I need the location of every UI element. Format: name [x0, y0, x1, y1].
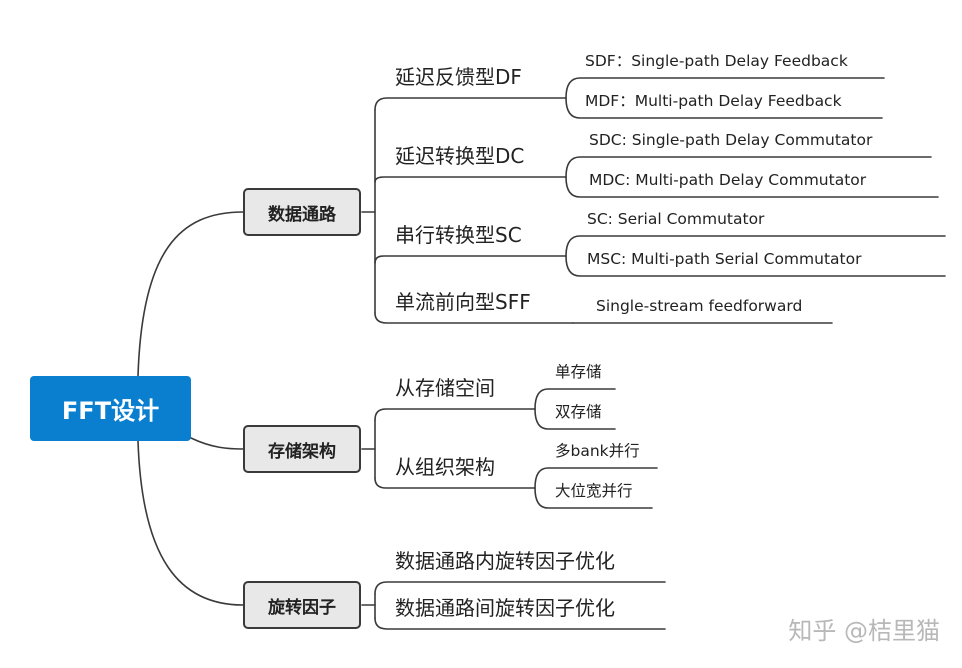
leaf-wide-bit: 大位宽并行: [555, 482, 633, 500]
edge-root-storage: [190, 437, 244, 450]
leaf-sdc: SDC: Single-path Delay Commutator: [589, 131, 873, 149]
node-sff: 单流前向型SFF: [395, 290, 531, 314]
node-inter-twiddle: 数据通路间旋转因子优化: [395, 596, 615, 620]
leaf-multi-bank: 多bank并行: [555, 442, 640, 460]
leaf-msc: MSC: Multi-path Serial Commutator: [587, 250, 862, 268]
node-storage-architecture: 存储架构: [243, 425, 361, 473]
leaf-mdf: MDF：Multi-path Delay Feedback: [585, 92, 842, 110]
leaf-dual-storage: 双存储: [555, 403, 602, 421]
node-df: 延迟反馈型DF: [395, 65, 522, 89]
leaf-single-storage: 单存储: [555, 363, 602, 381]
leaf-sff: Single-stream feedforward: [596, 297, 803, 315]
node-storage-space: 从存储空间: [395, 376, 495, 400]
node-datapath: 数据通路: [243, 188, 361, 236]
edge-root-datapath: [137, 211, 244, 377]
node-intra-twiddle: 数据通路内旋转因子优化: [395, 549, 615, 573]
node-dc: 延迟转换型DC: [395, 144, 525, 168]
edge-root-twiddle: [137, 440, 244, 606]
watermark-text: 知乎 @桔里猫: [788, 617, 940, 645]
leaf-sc: SC: Serial Commutator: [587, 210, 765, 228]
leaf-mdc: MDC: Multi-path Delay Commutator: [589, 171, 867, 189]
node-organization: 从组织架构: [395, 455, 495, 479]
node-sc: 串行转换型SC: [395, 223, 522, 247]
leaf-sdf: SDF：Single-path Delay Feedback: [585, 52, 848, 70]
node-twiddle-factor: 旋转因子: [243, 581, 361, 629]
root-node: FFT设计: [30, 376, 191, 441]
